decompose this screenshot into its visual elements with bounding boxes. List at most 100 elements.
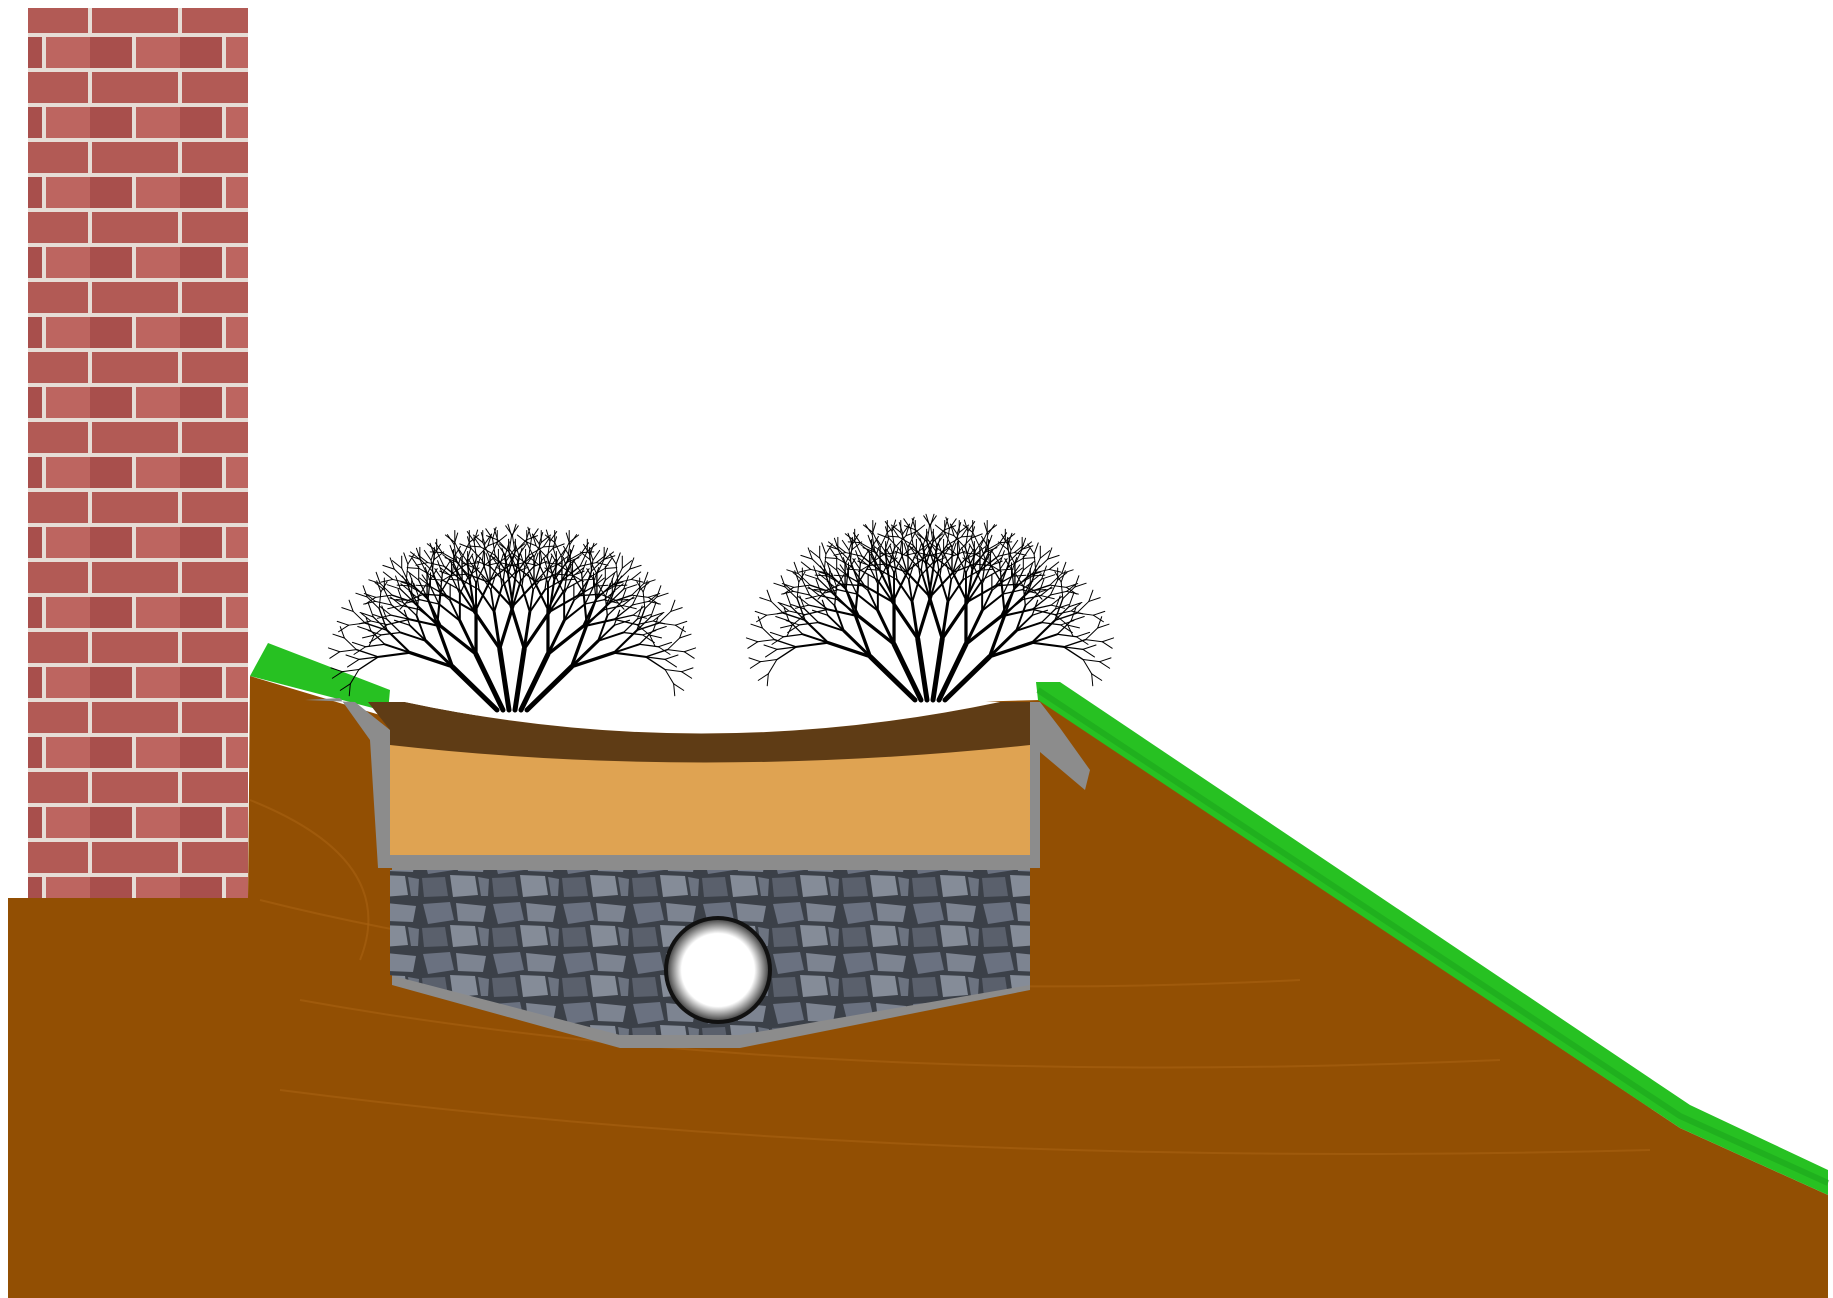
- shrub-branch: [624, 576, 629, 589]
- shrub-branch: [594, 585, 608, 586]
- shrub-branch: [684, 652, 694, 659]
- shrub-branch: [1068, 625, 1080, 628]
- shrub-branch: [408, 571, 419, 580]
- shrub-branch: [376, 595, 393, 597]
- shrub-branch: [360, 613, 373, 617]
- shrub-branch: [349, 600, 353, 611]
- shrub-branch: [388, 606, 402, 609]
- shrub-branch: [1032, 643, 1064, 647]
- shrub-branch: [846, 553, 862, 557]
- shrub-branch: [674, 684, 684, 691]
- shrub-branch: [474, 541, 476, 557]
- pipe-icon: [666, 918, 770, 1022]
- shrub-branch: [580, 563, 596, 567]
- shrub-branch: [1100, 658, 1111, 662]
- shrub-branch: [569, 535, 578, 542]
- shrub-branch: [1086, 640, 1103, 642]
- shrub-branch: [427, 544, 436, 551]
- shrub-branch: [1042, 566, 1047, 579]
- shrub-branch: [342, 608, 353, 612]
- shrub-branch: [814, 566, 819, 579]
- shrub-branch: [658, 642, 671, 646]
- shrub-branch: [366, 644, 385, 646]
- shrub-branch: [658, 647, 670, 655]
- shrub-branch: [755, 611, 766, 615]
- shrub-branch: [770, 632, 783, 636]
- shrub-branch: [1048, 555, 1059, 559]
- shrub-branch: [758, 640, 775, 642]
- shrub-branch: [766, 649, 778, 657]
- shrub-branch: [587, 569, 594, 581]
- shrub-branch: [1012, 575, 1026, 576]
- shrub-branch: [665, 659, 677, 667]
- shrub-branch: [1023, 558, 1035, 559]
- shrub-branch: [787, 594, 792, 607]
- shrub-branch: [344, 638, 356, 650]
- shrub-branch: [651, 613, 664, 617]
- shrub-branch: [630, 558, 634, 569]
- shrub-branch: [665, 670, 682, 672]
- shrub-branch: [363, 586, 367, 597]
- shrub-branch: [892, 531, 894, 547]
- shrub-branch: [834, 575, 848, 576]
- shrub-branch: [657, 586, 661, 597]
- shrub-branch: [675, 625, 685, 632]
- shrub-branch: [580, 552, 589, 559]
- shrub-branch: [390, 558, 394, 569]
- shrub-branch: [998, 553, 1014, 557]
- shrub-branch: [339, 625, 349, 632]
- shrub-branch: [653, 626, 666, 630]
- shrub-branch: [822, 543, 826, 554]
- shrub-branch: [793, 591, 809, 595]
- shrub-branch: [1092, 674, 1093, 686]
- shrub-branch: [778, 603, 791, 607]
- shrub-branch: [760, 598, 771, 602]
- shrub-branch: [757, 615, 767, 622]
- shrub-branch: [1093, 611, 1104, 615]
- shrub-branch: [772, 637, 784, 645]
- shrub-branch: [903, 524, 910, 534]
- shrub-branch: [346, 655, 359, 659]
- shrub-branch: [358, 626, 371, 630]
- shrub-branch: [1100, 662, 1110, 669]
- shrub-branch: [781, 625, 793, 628]
- shrub-branch: [605, 568, 617, 569]
- shrub-branch: [369, 580, 380, 584]
- shrub-branch: [750, 662, 760, 669]
- shrub-branch: [845, 534, 854, 541]
- shrub-icon: [746, 514, 1113, 700]
- shrub-branch: [340, 650, 357, 652]
- shrub-branch: [354, 647, 366, 655]
- shrub-branch: [517, 535, 526, 542]
- shrub-branch: [1036, 559, 1048, 571]
- shrub-branch: [614, 653, 646, 657]
- shrub-branch: [328, 648, 339, 652]
- shrub-branch: [781, 576, 785, 587]
- shrub-branch: [748, 642, 758, 649]
- shrub-branch: [632, 595, 649, 597]
- shrub-branch: [665, 670, 674, 684]
- shrub-branch: [682, 672, 692, 679]
- shrub-branch: [1041, 596, 1055, 599]
- shrub-branch: [337, 621, 348, 625]
- shrub-branch: [639, 644, 658, 646]
- shrub-branch: [1034, 543, 1038, 554]
- shrub-branch: [1050, 591, 1066, 595]
- shrub-branch: [826, 561, 837, 570]
- shrub-icon: [328, 524, 695, 710]
- shrub-branch: [618, 569, 630, 581]
- shrub-branch: [918, 596, 931, 639]
- shrub-branch: [485, 534, 492, 544]
- shrub-branch: [632, 601, 648, 605]
- shrub-branch: [428, 563, 444, 567]
- shrub-branch: [865, 525, 872, 535]
- shrub-branch: [383, 565, 394, 569]
- shrub-branch: [644, 580, 655, 584]
- shrub-branch: [330, 652, 340, 659]
- shrub-branch: [1075, 576, 1079, 587]
- shrub-branch: [1076, 637, 1088, 645]
- shrub-branch: [363, 635, 375, 638]
- shrub-branch: [1077, 613, 1094, 615]
- shrub-branch: [1102, 642, 1112, 649]
- shrub-branch: [1083, 645, 1096, 649]
